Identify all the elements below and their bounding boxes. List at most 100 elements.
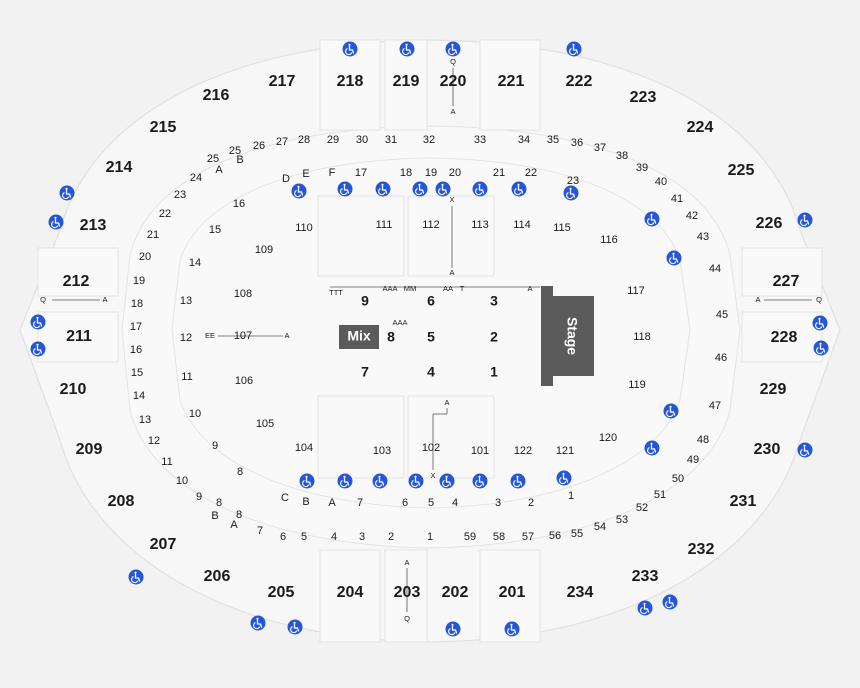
lower-section-label[interactable]: 111 <box>376 219 393 231</box>
row-marker-label: TTT <box>329 288 343 297</box>
upper-section-label[interactable]: 209 <box>76 441 103 458</box>
upper-section-label[interactable]: 220 <box>440 73 467 90</box>
lower-section-label[interactable]: 122 <box>514 445 532 457</box>
upper-section-label[interactable]: 232 <box>688 541 715 558</box>
row-marker-label: A <box>450 107 455 116</box>
lower-section-label[interactable]: 102 <box>422 442 440 454</box>
lower-section-label[interactable]: 120 <box>599 432 617 444</box>
upper-section-label[interactable]: 213 <box>80 217 107 234</box>
floor-section-label[interactable]: 2 <box>490 329 498 345</box>
upper-section-label[interactable]: 212 <box>63 273 90 290</box>
lower-section-label[interactable]: 119 <box>628 379 646 391</box>
lower-section-label[interactable]: 104 <box>295 442 313 454</box>
upper-section-label[interactable]: 202 <box>442 584 469 601</box>
upper-section-label[interactable]: 211 <box>66 328 92 345</box>
row-marker-label: A <box>102 295 107 304</box>
ring-row-label: 15 <box>131 367 143 379</box>
lower-row-label: 4 <box>452 497 458 509</box>
row-marker-label: X <box>430 471 435 480</box>
lower-section-label[interactable]: 106 <box>235 375 253 387</box>
floor-section-label[interactable]: 4 <box>427 364 435 380</box>
row-marker-label: A <box>449 268 454 277</box>
upper-section-label[interactable]: 218 <box>337 73 364 90</box>
lower-section-label[interactable]: 107 <box>234 330 252 342</box>
lower-section-label[interactable]: 115 <box>553 222 571 234</box>
floor-sections: 9 6 3 8 5 2 7 4 1 <box>361 293 498 380</box>
upper-section-label[interactable]: 208 <box>108 493 135 510</box>
ring-row-label: 6 <box>280 531 286 543</box>
upper-section-label[interactable]: 230 <box>754 441 781 458</box>
row-marker-label: X <box>449 195 454 204</box>
upper-section-label[interactable]: 231 <box>730 493 757 510</box>
ring-row-label: 56 <box>549 530 561 542</box>
wheelchair-icon <box>644 211 660 227</box>
upper-section-label[interactable]: 203 <box>394 584 421 601</box>
floor-section-label[interactable]: 6 <box>427 293 435 309</box>
ring-row-label: 7 <box>257 525 263 537</box>
upper-section-label[interactable]: 214 <box>106 159 133 176</box>
upper-section-label[interactable]: 204 <box>337 584 364 601</box>
lower-section-label[interactable]: 114 <box>513 219 531 231</box>
wheelchair-icon <box>813 340 829 356</box>
upper-section-label[interactable]: 222 <box>566 73 593 90</box>
floor-section-label[interactable]: 9 <box>361 293 369 309</box>
upper-section-label[interactable]: 210 <box>60 381 87 398</box>
upper-section-label[interactable]: 206 <box>204 568 231 585</box>
upper-section-label[interactable]: 219 <box>393 73 420 90</box>
lower-row-label: 14 <box>189 257 201 269</box>
ring-row-label: 16 <box>130 344 142 356</box>
aisle-lines <box>52 68 812 612</box>
upper-section-label[interactable]: 221 <box>498 73 525 90</box>
ring-row-label: 48 <box>697 434 709 446</box>
wheelchair-icon <box>566 41 582 57</box>
upper-section-label[interactable]: 227 <box>773 273 800 290</box>
wheelchair-icon <box>30 341 46 357</box>
wheelchair-icon <box>797 212 813 228</box>
wheelchair-icon <box>510 473 526 489</box>
lower-row-label: 17 <box>355 167 367 179</box>
lower-section-label[interactable]: 112 <box>422 219 440 231</box>
lower-section-label[interactable]: 116 <box>600 234 618 246</box>
lower-section-label[interactable]: 110 <box>295 222 313 234</box>
lower-section-label[interactable]: 117 <box>627 285 645 297</box>
lower-section-label[interactable]: 121 <box>556 445 574 457</box>
lower-section-label[interactable]: 118 <box>633 331 651 343</box>
wheelchair-icon <box>372 473 388 489</box>
lower-section-label[interactable]: 108 <box>234 288 252 300</box>
upper-section-label[interactable]: 225 <box>728 162 755 179</box>
lower-section-label[interactable]: 113 <box>471 219 489 231</box>
upper-section-label[interactable]: 223 <box>630 89 657 106</box>
lower-section-label[interactable]: 103 <box>373 445 391 457</box>
upper-section-label[interactable]: 207 <box>150 536 177 553</box>
wheelchair-icon <box>399 41 415 57</box>
upper-section-label[interactable]: 228 <box>771 329 798 346</box>
upper-section-label[interactable]: 216 <box>203 87 230 104</box>
upper-section-label[interactable]: 205 <box>268 584 295 601</box>
stage: Stage <box>541 286 594 386</box>
upper-section-label[interactable]: 201 <box>499 584 526 601</box>
floor-section-label[interactable]: 1 <box>490 364 498 380</box>
ring-row-label: 26 <box>253 140 265 152</box>
upper-section-label[interactable]: 224 <box>687 119 714 136</box>
upper-section-label[interactable]: 217 <box>269 73 296 90</box>
lower-row-label: 19 <box>425 167 437 179</box>
row-marker-label: AAA <box>382 284 397 293</box>
lower-row-label: D <box>282 173 290 185</box>
ring-row-label: 28 <box>298 134 310 146</box>
floor-section-label[interactable]: 7 <box>361 364 369 380</box>
row-marker-label: A <box>527 284 532 293</box>
wheelchair-icon <box>556 470 572 486</box>
floor-section-label[interactable]: 8 <box>387 329 395 345</box>
lower-section-label[interactable]: 101 <box>471 445 489 457</box>
upper-section-label[interactable]: 215 <box>150 119 177 136</box>
lower-section-label[interactable]: 105 <box>256 418 274 430</box>
floor-section-label[interactable]: 3 <box>490 293 498 309</box>
upper-section-label[interactable]: 234 <box>567 584 594 601</box>
upper-section-label[interactable]: 226 <box>756 215 783 232</box>
floor-section-label[interactable]: 5 <box>427 329 435 345</box>
lower-row-label: 13 <box>180 295 192 307</box>
upper-section-label[interactable]: 229 <box>760 381 787 398</box>
lower-section-label[interactable]: 109 <box>255 244 273 256</box>
upper-section-label[interactable]: 233 <box>632 568 659 585</box>
